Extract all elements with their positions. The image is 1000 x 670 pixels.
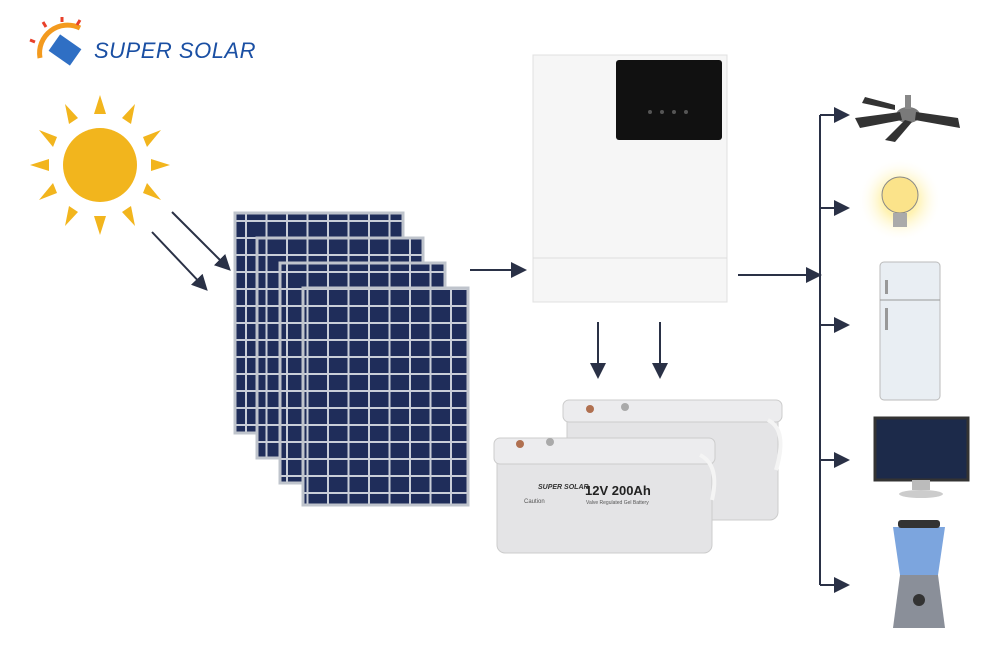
refrigerator-icon — [879, 261, 941, 401]
battery-brand: SUPER SOLAR — [538, 484, 589, 491]
inverter — [532, 54, 728, 303]
blender-icon — [893, 520, 945, 628]
ceiling-fan-icon — [855, 95, 960, 142]
batteries — [493, 399, 783, 554]
logo-text: SUPER SOLAR — [94, 38, 256, 63]
battery-rating: 12V 200Ah — [585, 483, 651, 498]
battery-caution: Caution — [524, 499, 545, 505]
monitor-icon — [873, 416, 970, 498]
light-bulb-icon — [858, 158, 942, 242]
solar-panels — [233, 211, 470, 507]
battery-type: Valve Regulated Gel Battery — [586, 500, 649, 506]
logo-icon — [29, 17, 82, 66]
flow-arrows — [151, 107, 850, 593]
sun-icon — [30, 95, 170, 235]
